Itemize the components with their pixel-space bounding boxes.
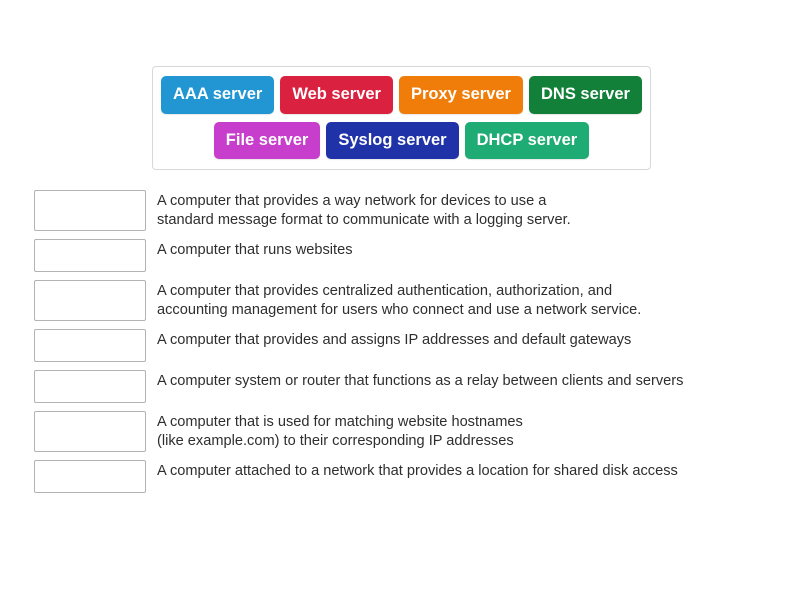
- question-text: A computer that provides and assigns IP …: [157, 329, 631, 350]
- question-row: A computer that runs websites: [34, 239, 774, 272]
- question-text-line: A computer attached to a network that pr…: [157, 463, 678, 479]
- question-list: A computer that provides a way network f…: [34, 190, 774, 501]
- question-text-line: A computer that runs websites: [157, 242, 353, 258]
- answer-drop-box[interactable]: [34, 280, 146, 321]
- question-text: A computer that provides centralized aut…: [157, 280, 641, 321]
- answer-drop-box[interactable]: [34, 411, 146, 452]
- answer-tile[interactable]: File server: [213, 121, 321, 159]
- question-row: A computer that is used for matching web…: [34, 411, 774, 452]
- question-text: A computer that is used for matching web…: [157, 411, 523, 452]
- question-text: A computer that provides a way network f…: [157, 190, 571, 231]
- question-row: A computer that provides centralized aut…: [34, 280, 774, 321]
- answer-tile[interactable]: Web server: [280, 76, 393, 114]
- answer-drop-box[interactable]: [34, 329, 146, 362]
- question-text-line: A computer system or router that functio…: [157, 373, 684, 389]
- answer-tile[interactable]: DHCP server: [464, 121, 590, 159]
- question-row: A computer that provides and assigns IP …: [34, 329, 774, 362]
- question-text: A computer system or router that functio…: [157, 370, 683, 391]
- answer-drop-box[interactable]: [34, 190, 146, 231]
- question-row: A computer attached to a network that pr…: [34, 460, 774, 493]
- question-text-line: standard message format to communicate w…: [157, 212, 571, 229]
- question-text-line: A computer that provides centralized aut…: [157, 283, 613, 299]
- answer-tile[interactable]: DNS server: [528, 76, 642, 114]
- question-text-line: accounting management for users who conn…: [157, 302, 642, 319]
- answer-drop-box[interactable]: [34, 239, 146, 272]
- answer-drop-box[interactable]: [34, 370, 146, 403]
- answer-tile[interactable]: Proxy server: [398, 76, 523, 114]
- question-text-line: (like example.com) to their correspondin…: [157, 433, 514, 450]
- answer-tile[interactable]: AAA server: [161, 76, 275, 114]
- answer-tile[interactable]: Syslog server: [326, 121, 459, 159]
- answer-drop-box[interactable]: [34, 460, 146, 493]
- question-row: A computer system or router that functio…: [34, 370, 774, 403]
- question-row: A computer that provides a way network f…: [34, 190, 774, 231]
- question-text-line: A computer that is used for matching web…: [157, 414, 523, 430]
- question-text-line: A computer that provides a way network f…: [157, 193, 547, 209]
- question-text-line: A computer that provides and assigns IP …: [157, 332, 632, 348]
- question-text: A computer that runs websites: [157, 239, 353, 260]
- question-text: A computer attached to a network that pr…: [157, 460, 678, 481]
